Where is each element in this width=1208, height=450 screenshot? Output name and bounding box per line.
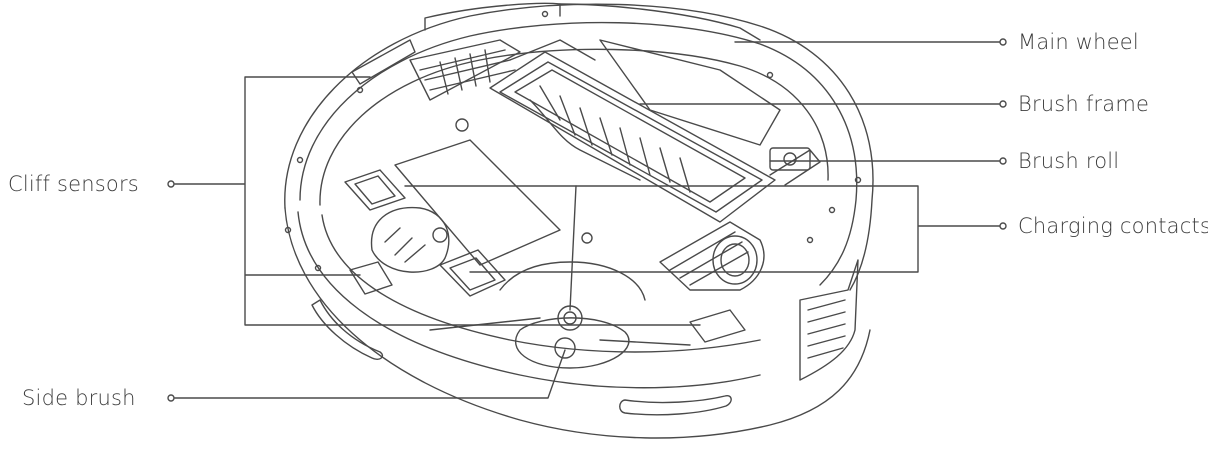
leader-charging-contacts bbox=[404, 185, 1001, 273]
main-wheel-top bbox=[409, 39, 521, 101]
label-main-wheel: Main wheel bbox=[1018, 30, 1139, 54]
main-wheel-bottom bbox=[659, 221, 765, 291]
brush-frame bbox=[489, 39, 821, 223]
cliff-sensors bbox=[344, 169, 746, 343]
label-cliff-sensors: Cliff sensors bbox=[8, 172, 139, 196]
label-brush-frame: Brush frame bbox=[1018, 92, 1150, 116]
leader-dot-side-brush bbox=[167, 394, 175, 402]
leader-cliff-sensors bbox=[174, 76, 701, 326]
label-side-brush: Side brush bbox=[22, 386, 136, 410]
leader-dot-main-wheel bbox=[999, 38, 1007, 46]
side-brush bbox=[429, 185, 691, 369]
caster-wheel bbox=[370, 206, 450, 273]
robot-body bbox=[284, 2, 874, 439]
leader-dot-cliff-sensors bbox=[167, 180, 175, 188]
leader-dot-brush-frame bbox=[999, 100, 1007, 108]
leader-dot-brush-roll bbox=[999, 157, 1007, 165]
label-brush-roll: Brush roll bbox=[1018, 149, 1120, 173]
label-charging-contacts: Charging contacts bbox=[1018, 214, 1208, 238]
leader-lines bbox=[167, 38, 1007, 402]
leader-side-brush bbox=[174, 349, 566, 399]
brush-roll bbox=[514, 69, 811, 203]
floor-panel bbox=[394, 39, 781, 266]
leader-dot-charging-contacts bbox=[999, 222, 1007, 230]
